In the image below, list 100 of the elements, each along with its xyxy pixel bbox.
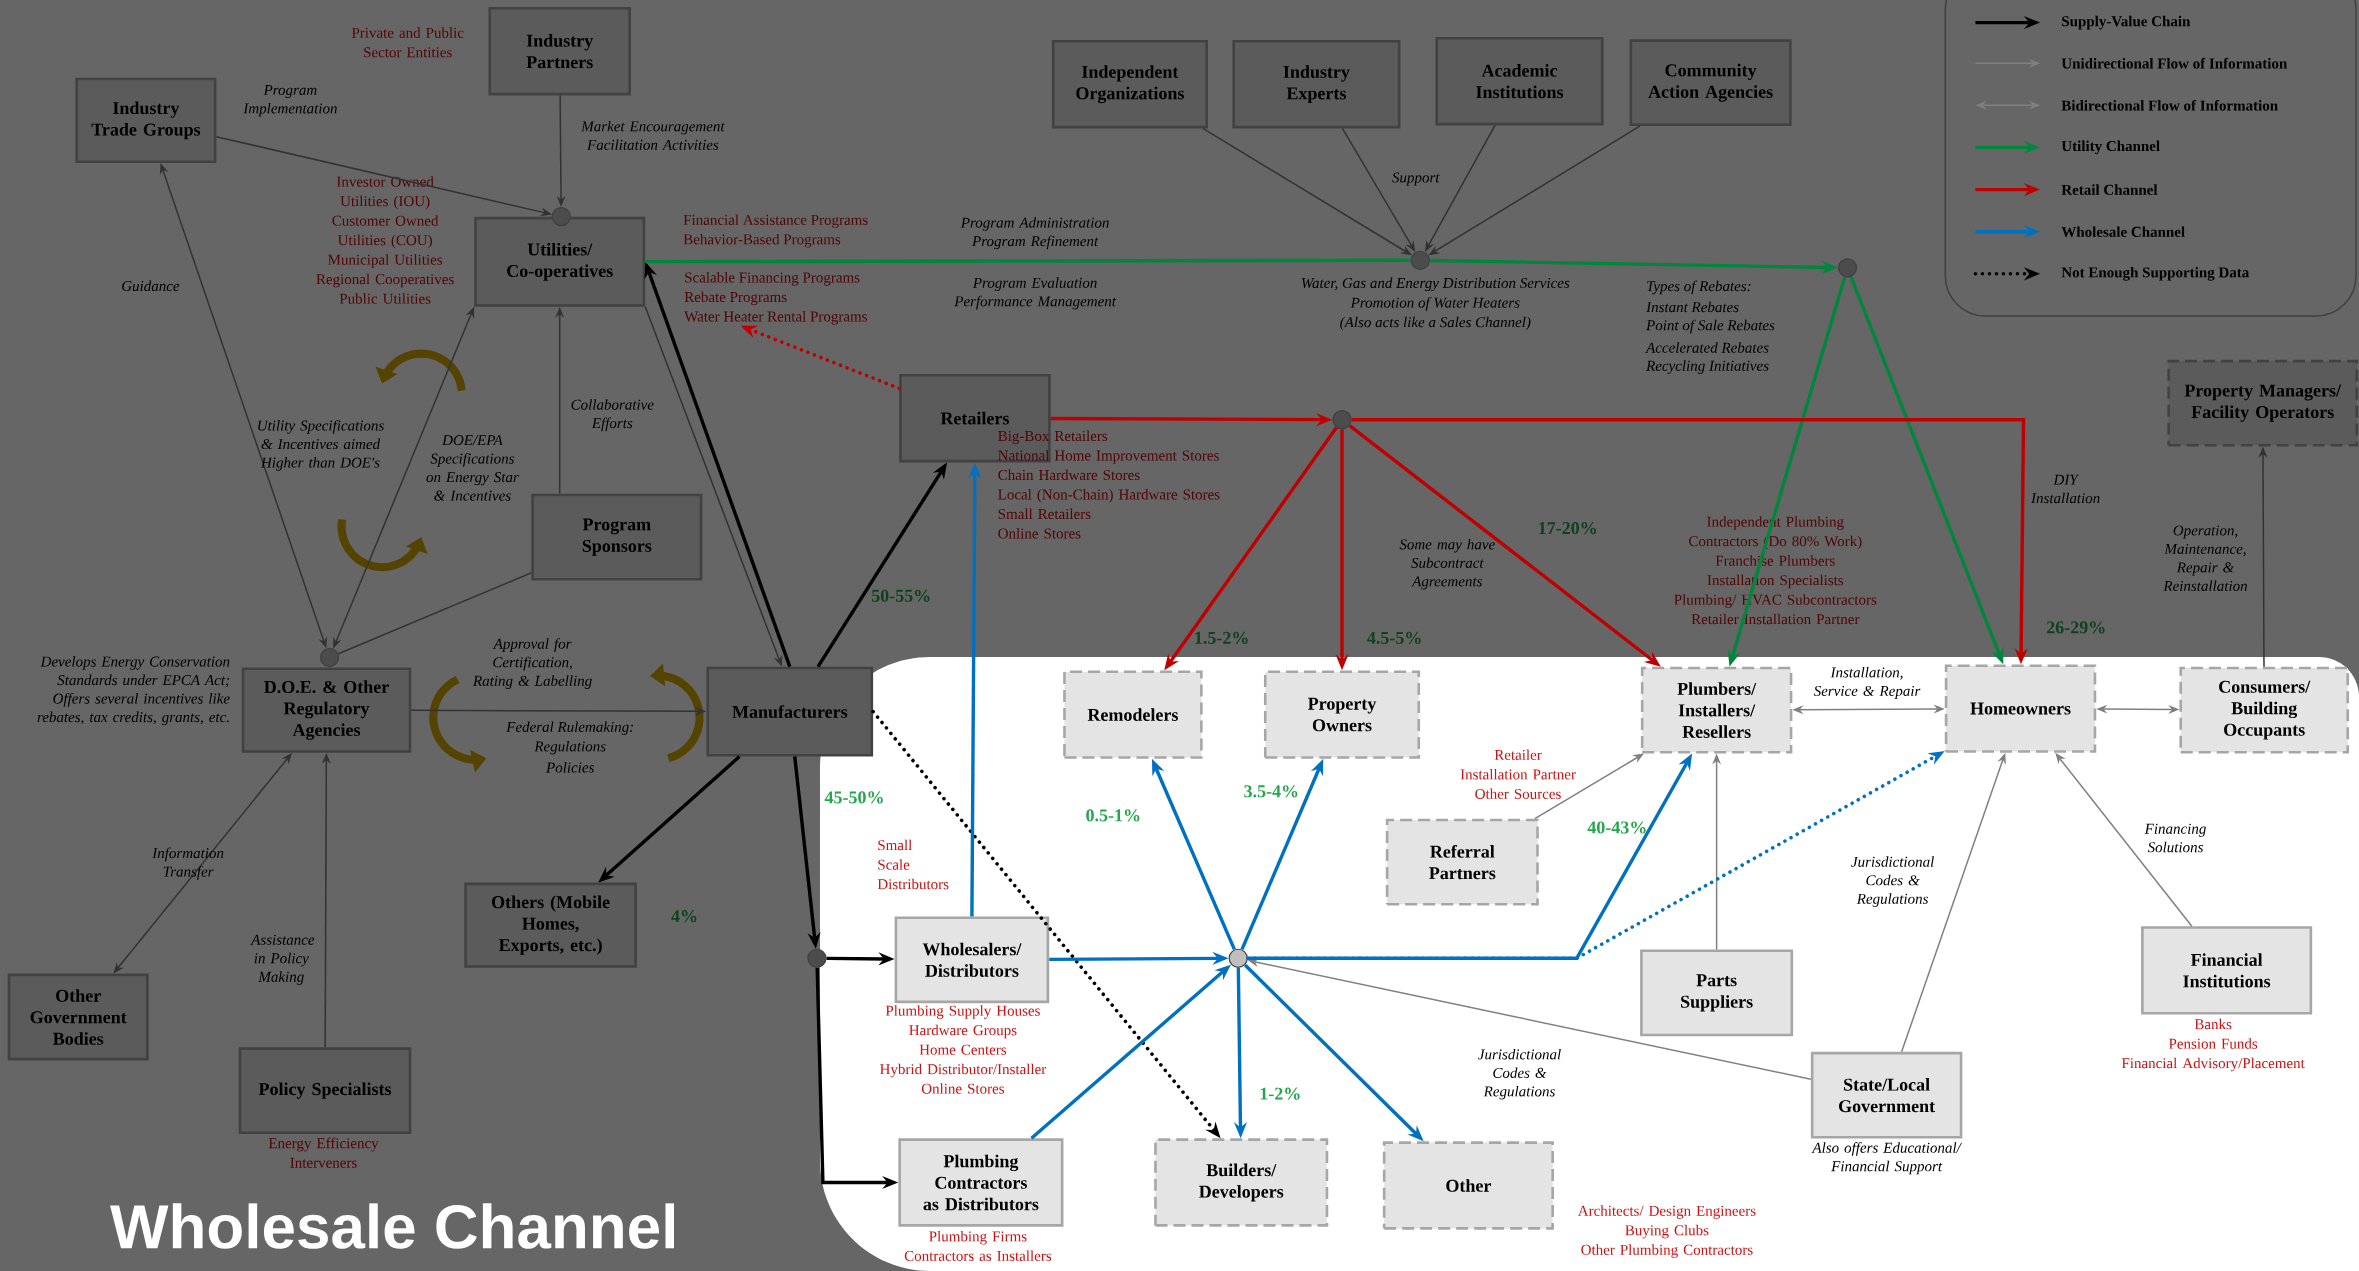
dashed-box: Remodelers <box>1063 670 1203 759</box>
note-text: Financial Assistance Programs <box>683 214 868 228</box>
node-label: Local (Non-Chain) Hardware Stores <box>998 489 1220 503</box>
annotation: Utility Specifications & Incentives aimed Higher than DOE's <box>258 419 384 471</box>
annotation: Program Evaluation Performance Management <box>954 277 1117 310</box>
edge-label: 4.5-5% <box>1367 631 1421 644</box>
annotation: Accelerated Rebates <box>1645 342 1769 353</box>
edge-label: 1.5-2% <box>1195 631 1248 644</box>
process-box: Academic Institutions <box>1435 37 1604 126</box>
node-label: Public Utilities <box>339 293 431 304</box>
node-label: Home Centers <box>919 1044 1007 1055</box>
junction-dot <box>1410 250 1430 270</box>
edge-label: 0.5-1% <box>1086 809 1140 822</box>
dashed-box: Plumbers/ Installers/ Resellers <box>1640 666 1793 754</box>
edge-label: 45-50% <box>824 791 883 804</box>
edge-label: Market Encouragement Facilitation Activities <box>581 120 725 150</box>
annotation: Some may have Subcontract Agreements <box>1399 538 1495 590</box>
annotation: Promotion of Water Heaters <box>1350 297 1520 311</box>
process-box: Program Sponsors <box>531 493 703 581</box>
process-box: D.O.E. & Other Regulatory Agencies <box>241 667 412 753</box>
process-box: Independent Organizations <box>1051 40 1208 129</box>
edge-label: Installation, Service & Repair <box>1813 666 1921 700</box>
junction-dot <box>1228 948 1248 968</box>
edge-label: Guidance <box>122 280 180 292</box>
process-box: Community Action Agencies <box>1629 39 1792 127</box>
edge-label: Approval for Certification, Rating & Labelling <box>472 638 592 689</box>
annotation: Policies <box>546 762 594 773</box>
edge-label: Information Transfer <box>152 847 224 880</box>
note-text: Plumbing Supply Houses Hardware Groups Home Centers Hybrid Distributor/Installer Online Stores <box>880 1005 1047 1094</box>
node-label: Plumbing Supply Houses <box>885 1005 1040 1019</box>
process-box: State/Local Government <box>1810 1051 1963 1139</box>
edge-label: Collaborative Efforts <box>571 399 654 432</box>
note-text: Retailer Installation Partner Other Sources <box>1460 749 1576 799</box>
annotation: Federal Rulemaking: <box>506 721 633 735</box>
edge-label: Jurisdictional Codes & Regulations <box>1478 1048 1561 1100</box>
legend-label: Retail Channel <box>2061 184 2158 195</box>
edge-label: DIY Installation <box>2030 474 2100 504</box>
junction-dot <box>319 647 340 668</box>
edge-label: Program Administration Program Refinement <box>960 217 1109 250</box>
process-box: Utilities/ Co-operatives <box>474 216 646 307</box>
process-box: Plumbing Contractors as Distributors <box>898 1138 1064 1227</box>
annotation: Point of Sale Rebates <box>1646 319 1775 334</box>
node-label: Online Stores <box>998 528 1081 539</box>
annotation: Water, Gas and Energy Distribution Services <box>1301 277 1570 292</box>
annotation: Instant Rebates <box>1646 301 1739 313</box>
process-box: Parts Suppliers <box>1640 949 1794 1037</box>
legend-label: Supply-Value Chain <box>2062 15 2191 30</box>
dashed-box: Homeowners <box>1944 664 2097 753</box>
annotation: Types of Rebates: <box>1647 280 1751 295</box>
dashed-box: Referral Partners <box>1385 818 1539 906</box>
edge-label: Assistance in Policy Making <box>250 934 315 985</box>
note-text: Develops Energy Conservation Standards under EPCA Act; Offers several incentives like rebates, tax credits, grants, etc. <box>37 656 230 726</box>
node-label: Hybrid Distributor/Installer <box>880 1063 1047 1078</box>
edge-label: Operation, Maintenance, Repair & Reinstallation <box>2163 525 2247 591</box>
process-box: Other Government Bodies <box>7 973 149 1061</box>
edge-label: 4% <box>671 910 697 923</box>
edge-label: Financing Solutions <box>2144 823 2206 853</box>
legend-label: Not Enough Supporting Data <box>2061 266 2250 281</box>
node-label: Municipal Utilities <box>328 254 443 268</box>
node-label: Online Stores <box>921 1083 1005 1094</box>
note-text: Energy Efficiency Interveners <box>268 1137 379 1168</box>
edge-label: Jurisdictional Codes & Regulations <box>1851 856 1934 907</box>
edge-label: 1-2% <box>1260 1087 1300 1100</box>
edge-label: DOE/EPA Specifications on Energy Star & Incentives <box>426 435 519 501</box>
note-text: Banks Pension Funds Financial Advisory/Placement <box>2121 1018 2305 1072</box>
note-text: Behavior-Based Programs <box>683 233 841 248</box>
annotation: (Also acts like a Sales Channel) <box>1340 316 1531 331</box>
edge-label: Program Implementation <box>243 85 337 117</box>
process-box: Industry Experts <box>1232 40 1401 129</box>
node-label: Chain Hardware Stores <box>998 469 1140 481</box>
junction-dot <box>1332 410 1352 430</box>
note-text: Plumbing Firms Contractors as Installers <box>904 1230 1052 1261</box>
note-text: Also offers Educational/ Financial Support <box>1811 1142 1962 1175</box>
note-text: Big-Box Retailers National Home Improvement Stores Chain Hardware Stores Local (Non-Chain) Hardware Stores Small Retailers Online Stores <box>998 430 1220 539</box>
process-box: Others (Mobile Homes, Exports, etc.) <box>464 882 637 968</box>
note-text: Architects/ Design Engineers Buying Clubs Other Plumbing Contractors <box>1577 1205 1756 1258</box>
legend-label: Utility Channel <box>2061 140 2160 155</box>
process-box: Wholesalers/ Distributors <box>894 916 1050 1004</box>
edge-label: 17-20% <box>1539 522 1596 535</box>
process-box: Financial Institutions <box>2141 926 2313 1015</box>
dashed-box: Builders/ Developers <box>1154 1138 1329 1227</box>
node-label: Hardware Groups <box>909 1024 1017 1039</box>
legend-label: Wholesale Channel <box>2061 226 2185 237</box>
node-label: Customer Owned Utilities (COU) <box>332 215 439 249</box>
node-label: Big-Box Retailers <box>998 430 1108 445</box>
dashed-box: Other <box>1382 1141 1554 1230</box>
node-label: National Home Improvement Stores <box>998 450 1219 464</box>
node-label: Small Retailers <box>998 508 1091 520</box>
note-text: Private and Public Sector Entities <box>351 27 464 58</box>
legend-label: Unidirectional Flow of Information <box>2061 57 2288 69</box>
process-box: Policy Specialists <box>238 1047 412 1135</box>
note-text: Small Scale Distributors <box>877 839 949 890</box>
junction-dot <box>1837 258 1858 278</box>
dashed-box: Consumers/ Building Occupants <box>2179 666 2349 754</box>
process-box: Manufacturers <box>706 666 874 757</box>
edge-label: 40-43% <box>1587 821 1646 834</box>
process-box: Industry Trade Groups <box>75 77 217 164</box>
annotation: Recycling Initiatives <box>1646 360 1769 374</box>
junction-dot <box>807 948 827 968</box>
annotation: Support <box>1392 172 1440 186</box>
